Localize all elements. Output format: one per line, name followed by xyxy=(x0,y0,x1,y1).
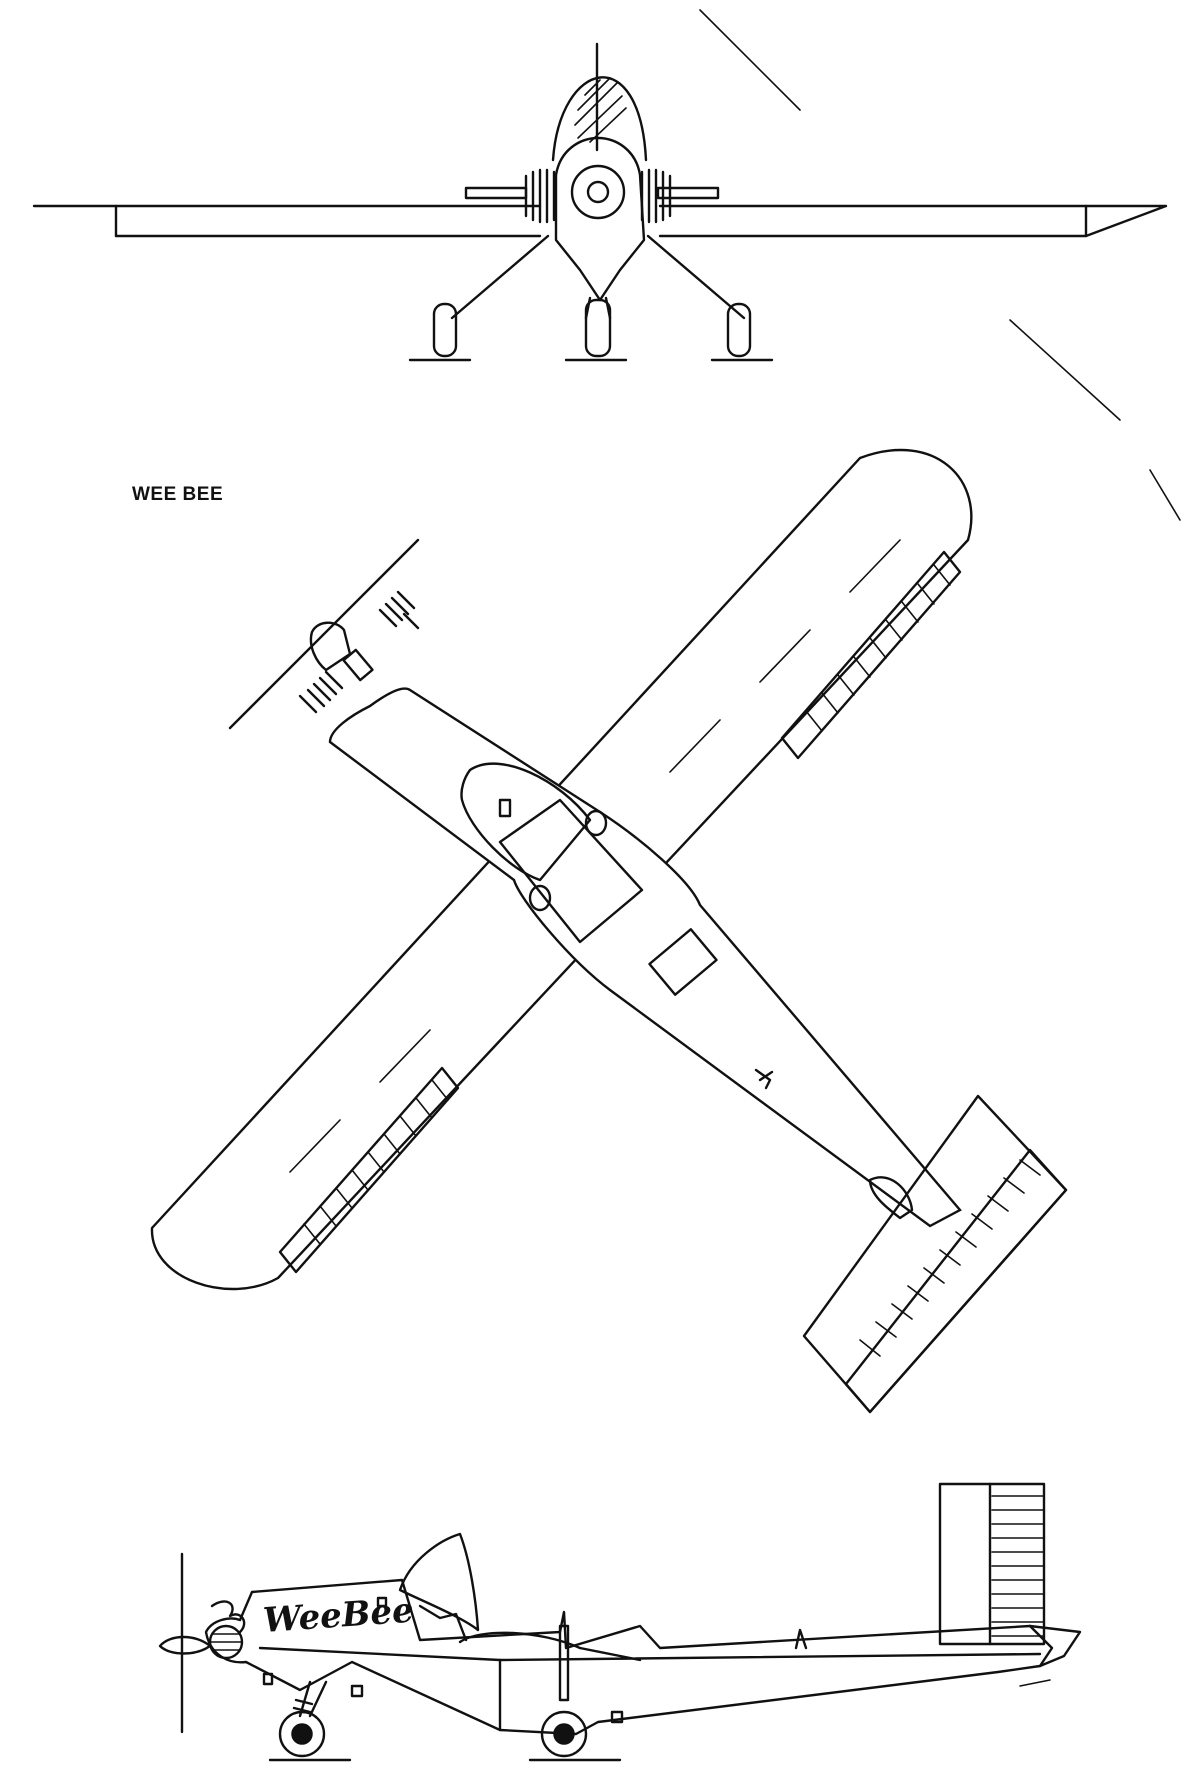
side-tail-skid xyxy=(1019,1679,1051,1687)
top-fin xyxy=(868,1176,914,1220)
side-hatch-1 xyxy=(262,1672,274,1686)
side-windshield xyxy=(398,1532,480,1632)
side-view: WeeBee xyxy=(158,1482,1082,1762)
top-tail-marking xyxy=(754,1068,774,1090)
side-front-gear-spring xyxy=(292,1698,314,1714)
top-spinner xyxy=(309,621,352,672)
side-fuselage-script: WeeBee xyxy=(262,1591,415,1641)
top-wing-spar-line xyxy=(289,539,901,1173)
side-main-wheel-hub xyxy=(553,1723,575,1745)
side-front-wheel xyxy=(278,1710,326,1758)
side-tail-skid-bump xyxy=(794,1628,808,1650)
side-fin-frame xyxy=(938,1482,1046,1646)
top-propeller-blade xyxy=(228,538,420,730)
side-cockpit-coaming xyxy=(458,1631,582,1650)
front-view xyxy=(32,42,1168,362)
side-hatch-3 xyxy=(610,1710,624,1724)
top-gas-cap xyxy=(584,809,608,837)
side-cockpit-rear xyxy=(578,1646,642,1662)
side-nose-swoosh xyxy=(210,1600,246,1634)
side-marking-square xyxy=(376,1596,388,1608)
front-fuselage xyxy=(554,136,646,302)
side-cylinder-fins xyxy=(209,1633,243,1651)
top-view xyxy=(150,448,1068,1414)
top-rear-cockpit xyxy=(648,928,718,996)
side-spinner xyxy=(158,1635,212,1655)
side-main-wheel xyxy=(540,1710,588,1758)
side-main-gear-strut xyxy=(558,1624,570,1702)
side-fuselage-stringer xyxy=(258,1646,1042,1662)
top-cowling xyxy=(460,762,592,882)
front-gear-struts xyxy=(450,234,746,320)
top-small-hatch xyxy=(498,798,512,818)
top-fuselage xyxy=(328,687,962,1228)
front-exhaust-left xyxy=(464,186,528,200)
side-windshield-frame xyxy=(418,1604,468,1642)
side-rudder-hatching xyxy=(991,1495,1045,1637)
front-cylinder-fins-left xyxy=(524,168,556,224)
top-aileron-left xyxy=(278,1066,460,1274)
front-exhaust-right xyxy=(656,186,720,200)
top-cylinder-fins-left xyxy=(298,670,344,714)
side-tail-cone xyxy=(1028,1624,1082,1668)
front-wheel-left xyxy=(432,302,458,358)
front-canopy xyxy=(551,76,648,162)
page-edge-artifacts xyxy=(699,9,1181,521)
aircraft-title: WEE BEE xyxy=(132,484,224,505)
front-cowling-ring xyxy=(570,164,626,220)
top-elevator xyxy=(844,1148,1068,1414)
front-spinner xyxy=(586,180,610,204)
front-wheel-right xyxy=(726,302,752,358)
top-cylinder-fins-right xyxy=(378,590,420,630)
top-aileron-right xyxy=(780,550,962,760)
front-wing xyxy=(32,204,1168,238)
front-wheel-center xyxy=(584,298,612,358)
front-canopy-hatching xyxy=(574,77,627,143)
top-nose-hatch xyxy=(342,648,374,682)
front-cylinder-fins-right xyxy=(640,168,672,224)
top-cockpit xyxy=(498,798,644,944)
top-gas-cap-2 xyxy=(528,884,552,912)
side-front-wheel-hub xyxy=(291,1723,313,1745)
side-hatch-2 xyxy=(350,1684,364,1698)
